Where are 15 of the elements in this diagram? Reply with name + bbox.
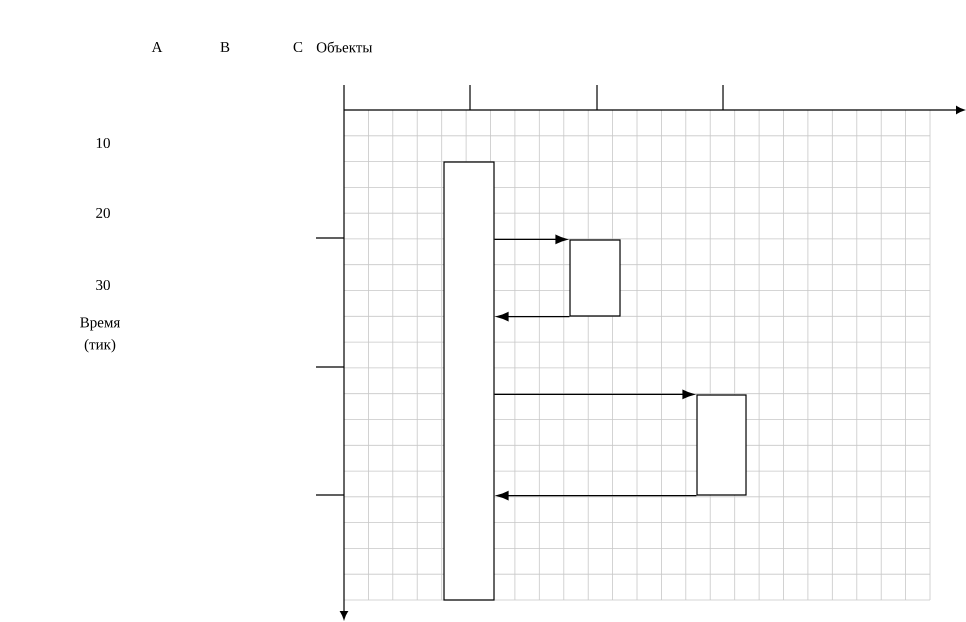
axis-title: Объекты bbox=[316, 42, 372, 52]
time-label: 30 bbox=[96, 280, 110, 290]
object-label: B bbox=[220, 42, 230, 52]
time-label: 10 bbox=[96, 138, 110, 148]
object-label: A bbox=[152, 42, 162, 52]
lifeline-box bbox=[443, 161, 495, 601]
lifeline-box bbox=[569, 239, 621, 317]
arrow bbox=[494, 234, 568, 244]
object-label: C bbox=[294, 42, 302, 52]
arrow bbox=[496, 312, 570, 322]
arrow bbox=[496, 491, 696, 500]
time-label: 20 bbox=[96, 208, 110, 218]
lifeline-box bbox=[696, 394, 747, 496]
arrow bbox=[494, 390, 694, 399]
axis-title: Время (тик) bbox=[80, 318, 120, 353]
